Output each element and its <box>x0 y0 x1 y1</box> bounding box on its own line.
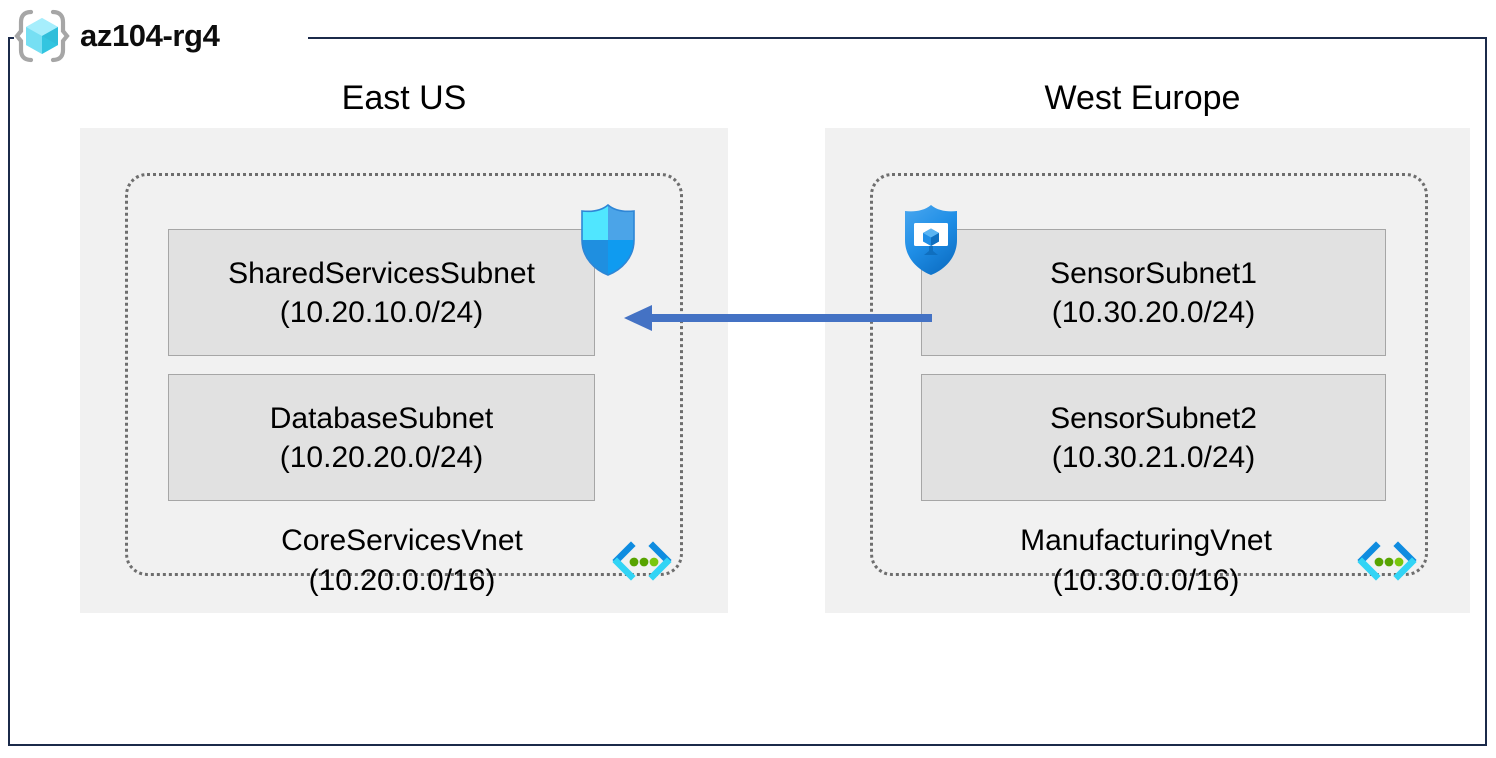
vnet-caption-manufacturingvnet: ManufacturingVnet (10.30.0.0/16) <box>873 521 1425 601</box>
subnet-sharedservicessubnet[interactable]: SharedServicesSubnet (10.20.10.0/24) <box>168 203 635 356</box>
subnet-name: SensorSubnet1 <box>1050 256 1257 290</box>
resource-group-title-gap <box>14 27 308 49</box>
virtual-network-icon <box>1355 539 1419 587</box>
subnet-name: DatabaseSubnet <box>269 401 494 435</box>
region-label-east-us: East US <box>341 79 467 117</box>
subnet-sensorsubnet2[interactable]: SensorSubnet2 (10.30.21.0/24) <box>921 374 1386 501</box>
resource-group-header: az104-rg4 <box>12 6 220 66</box>
subnet-name: SharedServicesSubnet <box>228 256 535 290</box>
region-west-europe: West Europe SensorSubnet1 (10.30.20.0/24… <box>825 78 1470 613</box>
subnet-cidr: (10.30.21.0/24) <box>1051 440 1256 474</box>
subnet-name: SensorSubnet2 <box>1050 401 1257 435</box>
subnet-cidr: (10.30.20.0/24) <box>1051 295 1256 329</box>
subnet-databasesubnet[interactable]: DatabaseSubnet (10.20.20.0/24) <box>168 374 595 501</box>
vnet-cidr: (10.20.0.0/16) <box>308 564 496 597</box>
virtual-network-icon <box>610 539 674 587</box>
vnet-cidr: (10.30.0.0/16) <box>1052 564 1240 597</box>
resource-group-frame <box>8 37 1487 746</box>
region-east-us: East US SharedServicesSubnet (10.20.10.0… <box>80 78 728 613</box>
resource-group-cube-icon <box>12 6 72 66</box>
network-security-group-shield-icon <box>577 202 639 278</box>
vnet-box-coreservicesvnet: SharedServicesSubnet (10.20.10.0/24) <box>125 173 683 597</box>
region-box-west-europe: SensorSubnet1 (10.30.20.0/24) <box>825 128 1470 613</box>
vnet-name: CoreServicesVnet <box>281 524 523 557</box>
vnet-box-manufacturingvnet: SensorSubnet1 (10.30.20.0/24) <box>870 173 1428 597</box>
vnet-name: ManufacturingVnet <box>1020 524 1272 557</box>
application-security-group-shield-icon <box>900 202 962 278</box>
left-arrow-icon <box>620 300 932 336</box>
subnet-cidr: (10.20.20.0/24) <box>279 440 484 474</box>
region-box-east-us: SharedServicesSubnet (10.20.10.0/24) <box>80 128 728 613</box>
subnet-cidr: (10.20.10.0/24) <box>279 295 484 329</box>
vnet-caption-coreservicesvnet: CoreServicesVnet (10.20.0.0/16) <box>128 521 680 601</box>
resource-group-name: az104-rg4 <box>80 18 220 53</box>
subnet-sensorsubnet1[interactable]: SensorSubnet1 (10.30.20.0/24) <box>905 205 1386 356</box>
region-label-west-europe: West Europe <box>1044 79 1241 117</box>
